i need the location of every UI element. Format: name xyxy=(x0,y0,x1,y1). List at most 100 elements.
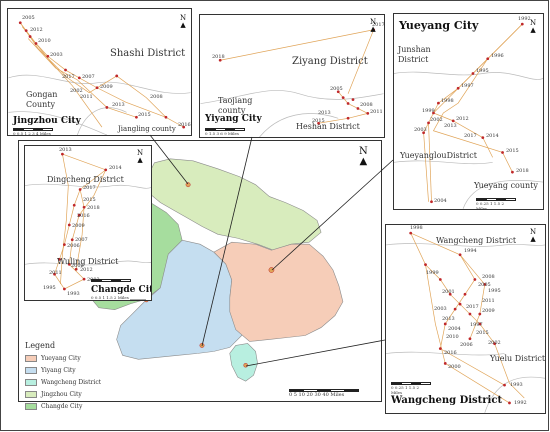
inset-changde-year-0: 2013 xyxy=(59,147,72,153)
legend-swatch-yueyang xyxy=(25,354,37,362)
inset-yueyang-year-7: 2003 xyxy=(414,127,427,133)
legend-item: Yiyang City xyxy=(25,365,130,375)
inset-jingzhou-year-0: 2005 xyxy=(22,15,35,21)
inset-yueyang-label-0: Junshan xyxy=(398,45,431,54)
inset-wangcheng-year-19: 2000 xyxy=(448,364,461,370)
inset-jingzhou-label-3: Jiangling county xyxy=(118,125,176,133)
inset-wangcheng-year-21: 1992 xyxy=(514,400,527,406)
inset-changde-year-7: 2006 xyxy=(67,243,80,249)
cluster-jingzhou xyxy=(185,182,191,188)
inset-yiyang-map xyxy=(200,28,384,137)
inset-jingzhou-north-arrow: N▲ xyxy=(180,14,187,29)
legend: Legend Yueyang City Yiyang City Wangchen… xyxy=(25,341,130,413)
inset-wangcheng-year-4: 2005 xyxy=(478,282,491,288)
inset-yueyang-map xyxy=(394,22,543,209)
region-wangcheng xyxy=(229,343,258,382)
inset-yueyang-year-1: 1996 xyxy=(491,53,504,59)
inset-wangcheng-year-10: 2013 xyxy=(442,316,455,322)
inset-wangcheng-year-1: 1994 xyxy=(464,248,477,254)
inset-wangcheng-year-6: 2001 xyxy=(442,289,455,295)
inset-changde-year-14: 1995 xyxy=(43,285,56,291)
inset-yiyang-year-6: 2015 xyxy=(312,118,325,124)
inset-yueyang-year-3: 1997 xyxy=(461,83,474,89)
inset-changde-title: Changde City xyxy=(91,285,152,295)
inset-yiyang: Ziyang District Taojiang county Heshan D… xyxy=(199,14,385,138)
legend-item: Changde City xyxy=(25,401,130,411)
inset-wangcheng-year-0: 1998 xyxy=(410,225,423,231)
inset-changde-north-arrow: N▲ xyxy=(137,149,144,164)
inset-changde-year-5: 2016 xyxy=(77,213,90,219)
inset-changde-scale xyxy=(91,279,131,282)
main-scale-text: 0 5 10 20 30 40 Miles xyxy=(289,392,345,398)
inset-wangcheng-year-20: 1993 xyxy=(510,382,523,388)
legend-swatch-wangcheng xyxy=(25,378,37,386)
main-north-arrow: N▲ xyxy=(359,146,368,167)
inset-yiyang-year-0: 2017 xyxy=(372,22,385,28)
inset-wangcheng-year-13: 2004 xyxy=(448,326,461,332)
inset-wangcheng-year-11: 2009 xyxy=(482,308,495,314)
inset-changde-year-11: 2012 xyxy=(80,267,93,273)
inset-wangcheng-scale-text: 0 0.25 1 1.5 2 Miles xyxy=(391,385,419,395)
cluster-yiyang xyxy=(199,342,205,348)
inset-yueyang-year-6: 2002 xyxy=(430,117,443,123)
inset-yueyang-north-arrow: N▲ xyxy=(530,19,537,34)
inset-yiyang-year-2: 2005 xyxy=(330,86,343,92)
legend-label: Yiyang City xyxy=(41,366,76,374)
inset-changde-year-1: 2014 xyxy=(109,165,122,171)
inset-yiyang-label-0: Ziyang District xyxy=(292,56,368,67)
inset-yueyang-year-9: 2013 xyxy=(444,123,457,129)
inset-wangcheng-label-1: Yuelu District xyxy=(490,354,546,363)
inset-jingzhou-title: Jingzhou City xyxy=(13,116,81,126)
inset-yueyang-scale: 0 0.25 1 1.5 2 Miles xyxy=(476,198,516,210)
legend-item: Jingzhou City xyxy=(25,389,130,399)
inset-jingzhou-year-2: 2010 xyxy=(38,38,51,44)
inset-yiyang-label-3: Heshan District xyxy=(296,122,360,131)
inset-yueyang-year-11: 2015 xyxy=(506,148,519,154)
inset-jingzhou-scale: 0 0.5 1 2 3 4 Miles xyxy=(13,128,53,136)
inset-yueyang-year-10: 2014 xyxy=(486,133,499,139)
inset-jingzhou-year-9: 2013 xyxy=(112,102,125,108)
inset-wangcheng-year-17: 2002 xyxy=(488,340,501,346)
inset-wangcheng-year-14: 2015 xyxy=(476,330,489,336)
main-scale: 0 5 10 20 30 40 Miles xyxy=(289,389,359,398)
inset-yiyang-year-3: 2008 xyxy=(360,102,373,108)
inset-wangcheng-year-16: 2006 xyxy=(460,342,473,348)
legend-title: Legend xyxy=(25,341,56,350)
inset-jingzhou-year-7: 2002 xyxy=(70,88,83,94)
cluster-yueyang xyxy=(268,267,275,273)
inset-yiyang-label-2: county xyxy=(218,106,246,115)
legend-item: Wangcheng District xyxy=(25,377,130,387)
inset-wangcheng-year-8: 2017 xyxy=(466,304,479,310)
inset-wangcheng-title: Wangcheng District xyxy=(391,395,503,406)
inset-changde-label-1: Wuling District xyxy=(57,257,119,266)
inset-jingzhou-label-1: Gongan xyxy=(26,90,58,99)
cluster-wangcheng xyxy=(243,363,248,368)
inset-wangcheng-year-7: 2011 xyxy=(482,298,495,304)
inset-yueyang-year-12: 2017 xyxy=(464,133,477,139)
inset-wangcheng-map xyxy=(386,231,545,413)
inset-wangcheng-year-2: 1999 xyxy=(426,270,439,276)
inset-changde-year-8: 2007 xyxy=(75,237,88,243)
inset-changde-year-2: 2017 xyxy=(83,185,96,191)
inset-wangcheng-year-5: 1995 xyxy=(488,288,501,294)
inset-jingzhou-year-12: 2016 xyxy=(178,122,191,128)
inset-changde-year-10: 2002 xyxy=(71,263,84,269)
inset-yiyang-year-5: 2013 xyxy=(318,110,331,116)
legend-label: Wangcheng District xyxy=(41,378,102,386)
inset-wangcheng-year-9: 2003 xyxy=(434,306,447,312)
inset-wangcheng-label-0: Wangcheng District xyxy=(436,236,517,245)
legend-label: Jingzhou City xyxy=(41,390,82,398)
legend-label: Yueyang City xyxy=(41,354,81,362)
legend-swatch-yiyang xyxy=(25,366,37,374)
legend-item: Yueyang City xyxy=(25,353,130,363)
inset-yueyang-scale-text: 0 0.25 1 1.5 2 Miles xyxy=(476,201,504,210)
inset-yiyang-scale: 0 1.5 3 6 9 Miles xyxy=(205,128,245,136)
inset-yiyang-label-1: Taojiang xyxy=(218,96,253,105)
inset-jingzhou-scale-text: 0 0.5 1 2 3 4 Miles xyxy=(13,131,51,136)
inset-yueyang-year-13: 2018 xyxy=(516,168,529,174)
inset-yueyang: Yueyang City Junshan District Yueyanglou… xyxy=(393,13,544,210)
inset-yueyang-year-5: 1999 xyxy=(422,108,435,114)
main-north-label: N xyxy=(359,146,368,157)
inset-jingzhou-year-11: 2008 xyxy=(150,94,163,100)
